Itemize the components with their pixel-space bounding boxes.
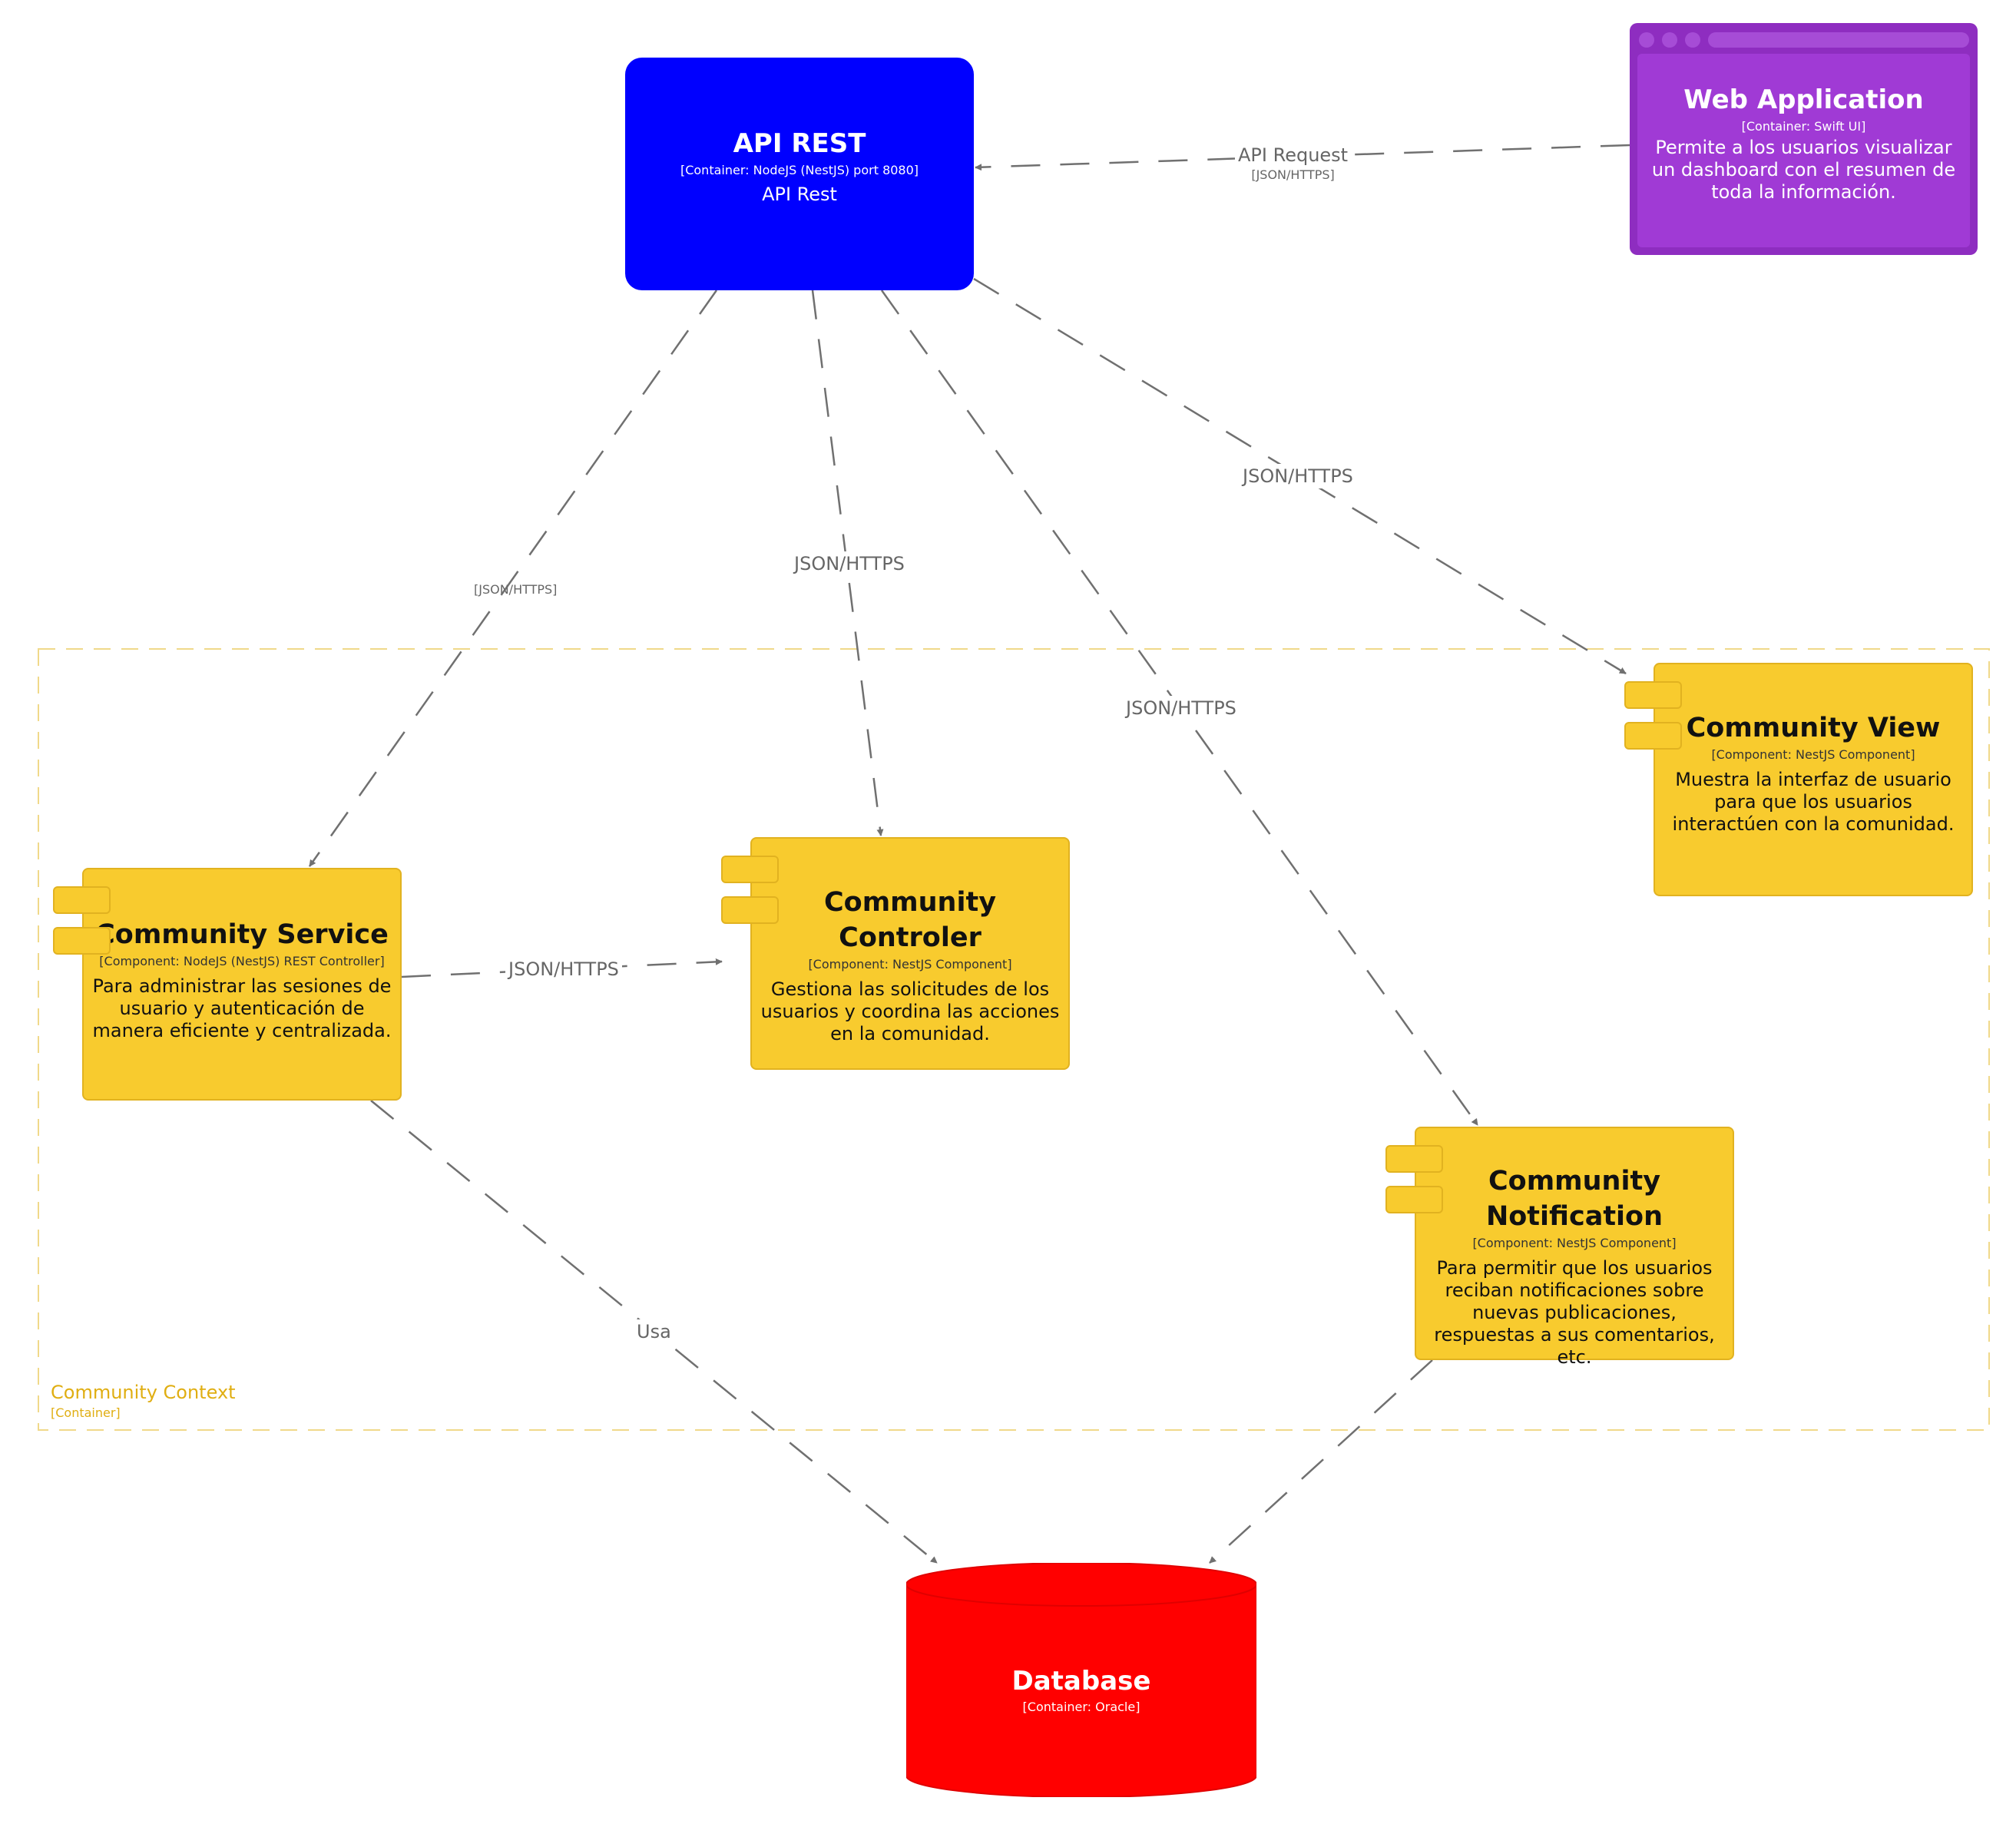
window-dot-icon: [1662, 32, 1677, 48]
edge-label-text: API Request: [1238, 144, 1349, 166]
api-rest-tech: [Container: NodeJS (NestJS) port 8080]: [680, 163, 919, 177]
edge-label-web-to-api: API Request [JSON/HTTPS]: [1235, 143, 1352, 183]
community-view-tech: [Component: NestJS Component]: [1711, 747, 1915, 762]
web-application-tech: [Container: Swift UI]: [1741, 119, 1866, 134]
window-dot-icon: [1685, 32, 1700, 48]
component-tab-icon: [1385, 1145, 1443, 1173]
edge-label-api-to-controler: JSON/HTTPS: [791, 551, 908, 576]
database-cylinder-icon: [906, 1563, 1256, 1797]
edge-label-api-to-view: JSON/HTTPS: [1240, 464, 1356, 488]
window-dot-icon: [1639, 32, 1654, 48]
community-controler-tech: [Component: NestJS Component]: [808, 957, 1012, 972]
community-notification-description: Para permitir que los usuarios reciban n…: [1434, 1257, 1715, 1368]
database-title: Database: [1011, 1666, 1151, 1697]
database-tech: [Container: Oracle]: [1022, 1700, 1140, 1714]
community-controler-description: Gestiona las solicitudes de los usuarios…: [760, 978, 1060, 1044]
community-service-title: Community Service: [95, 919, 389, 950]
database-label: Database [Container: Oracle]: [906, 1664, 1256, 1716]
edge-label-service-to-database: Usa: [634, 1319, 674, 1344]
boundary-tech: [Container]: [51, 1405, 121, 1420]
community-context-label: Community Context [Container]: [51, 1380, 236, 1422]
edge-api-to-view: [973, 277, 1627, 675]
community-notification-tech: [Component: NestJS Component]: [1472, 1236, 1677, 1250]
community-controler-title: Community Controler: [823, 887, 997, 953]
api-rest-title: API REST: [733, 128, 866, 159]
api-rest-description: API Rest: [762, 184, 837, 205]
community-service-description: Para administrar las sesiones de usuario…: [92, 975, 392, 1041]
component-tab-icon: [721, 856, 779, 883]
edge-web-to-api: [975, 144, 1630, 171]
community-service-tech: [Component: NodeJS (NestJS) REST Control…: [99, 954, 385, 968]
edge-label-service-to-controler: JSON/HTTPS: [505, 957, 622, 982]
web-application-container[interactable]: Web Application [Container: Swift UI] Pe…: [1630, 23, 1978, 255]
community-notification-component[interactable]: Community Notification [Component: NestJ…: [1415, 1127, 1734, 1368]
boundary-title: Community Context: [51, 1382, 236, 1403]
community-view-title: Community View: [1686, 713, 1941, 743]
component-tab-icon: [1624, 681, 1682, 709]
web-application-body: Web Application [Container: Swift UI] Pe…: [1637, 54, 1970, 247]
web-application-description: Permite a los usuarios visualizar un das…: [1651, 137, 1956, 203]
component-tab-icon: [53, 886, 111, 914]
edge-label-api-to-service: [JSON/HTTPS]: [474, 582, 558, 597]
community-controler-component[interactable]: Community Controler [Component: NestJS C…: [750, 837, 1070, 1070]
edge-label-api-to-notification: JSON/HTTPS: [1123, 696, 1240, 720]
component-tab-icon: [53, 927, 111, 955]
web-application-title: Web Application: [1683, 84, 1924, 115]
component-tab-icon: [1385, 1186, 1443, 1213]
edge-label-tech: [JSON/HTTPS]: [1251, 167, 1335, 182]
edge-notification-to-database: [1209, 1359, 1433, 1564]
database-container[interactable]: Database [Container: Oracle]: [906, 1563, 1256, 1797]
api-rest-container[interactable]: API REST [Container: NodeJS (NestJS) por…: [625, 58, 974, 290]
component-tab-icon: [1624, 722, 1682, 750]
community-service-component[interactable]: Community Service [Component: NodeJS (Ne…: [82, 868, 402, 1101]
community-context-boundary: [38, 648, 1990, 1431]
component-tab-icon: [721, 896, 779, 924]
community-view-description: Muestra la interfaz de usuario para que …: [1672, 769, 1955, 835]
edge-api-to-service: [308, 290, 718, 867]
community-notification-title: Community Notification: [1485, 1166, 1663, 1232]
community-view-component[interactable]: Community View [Component: NestJS Compon…: [1654, 663, 1973, 896]
window-address-bar: [1708, 32, 1969, 48]
